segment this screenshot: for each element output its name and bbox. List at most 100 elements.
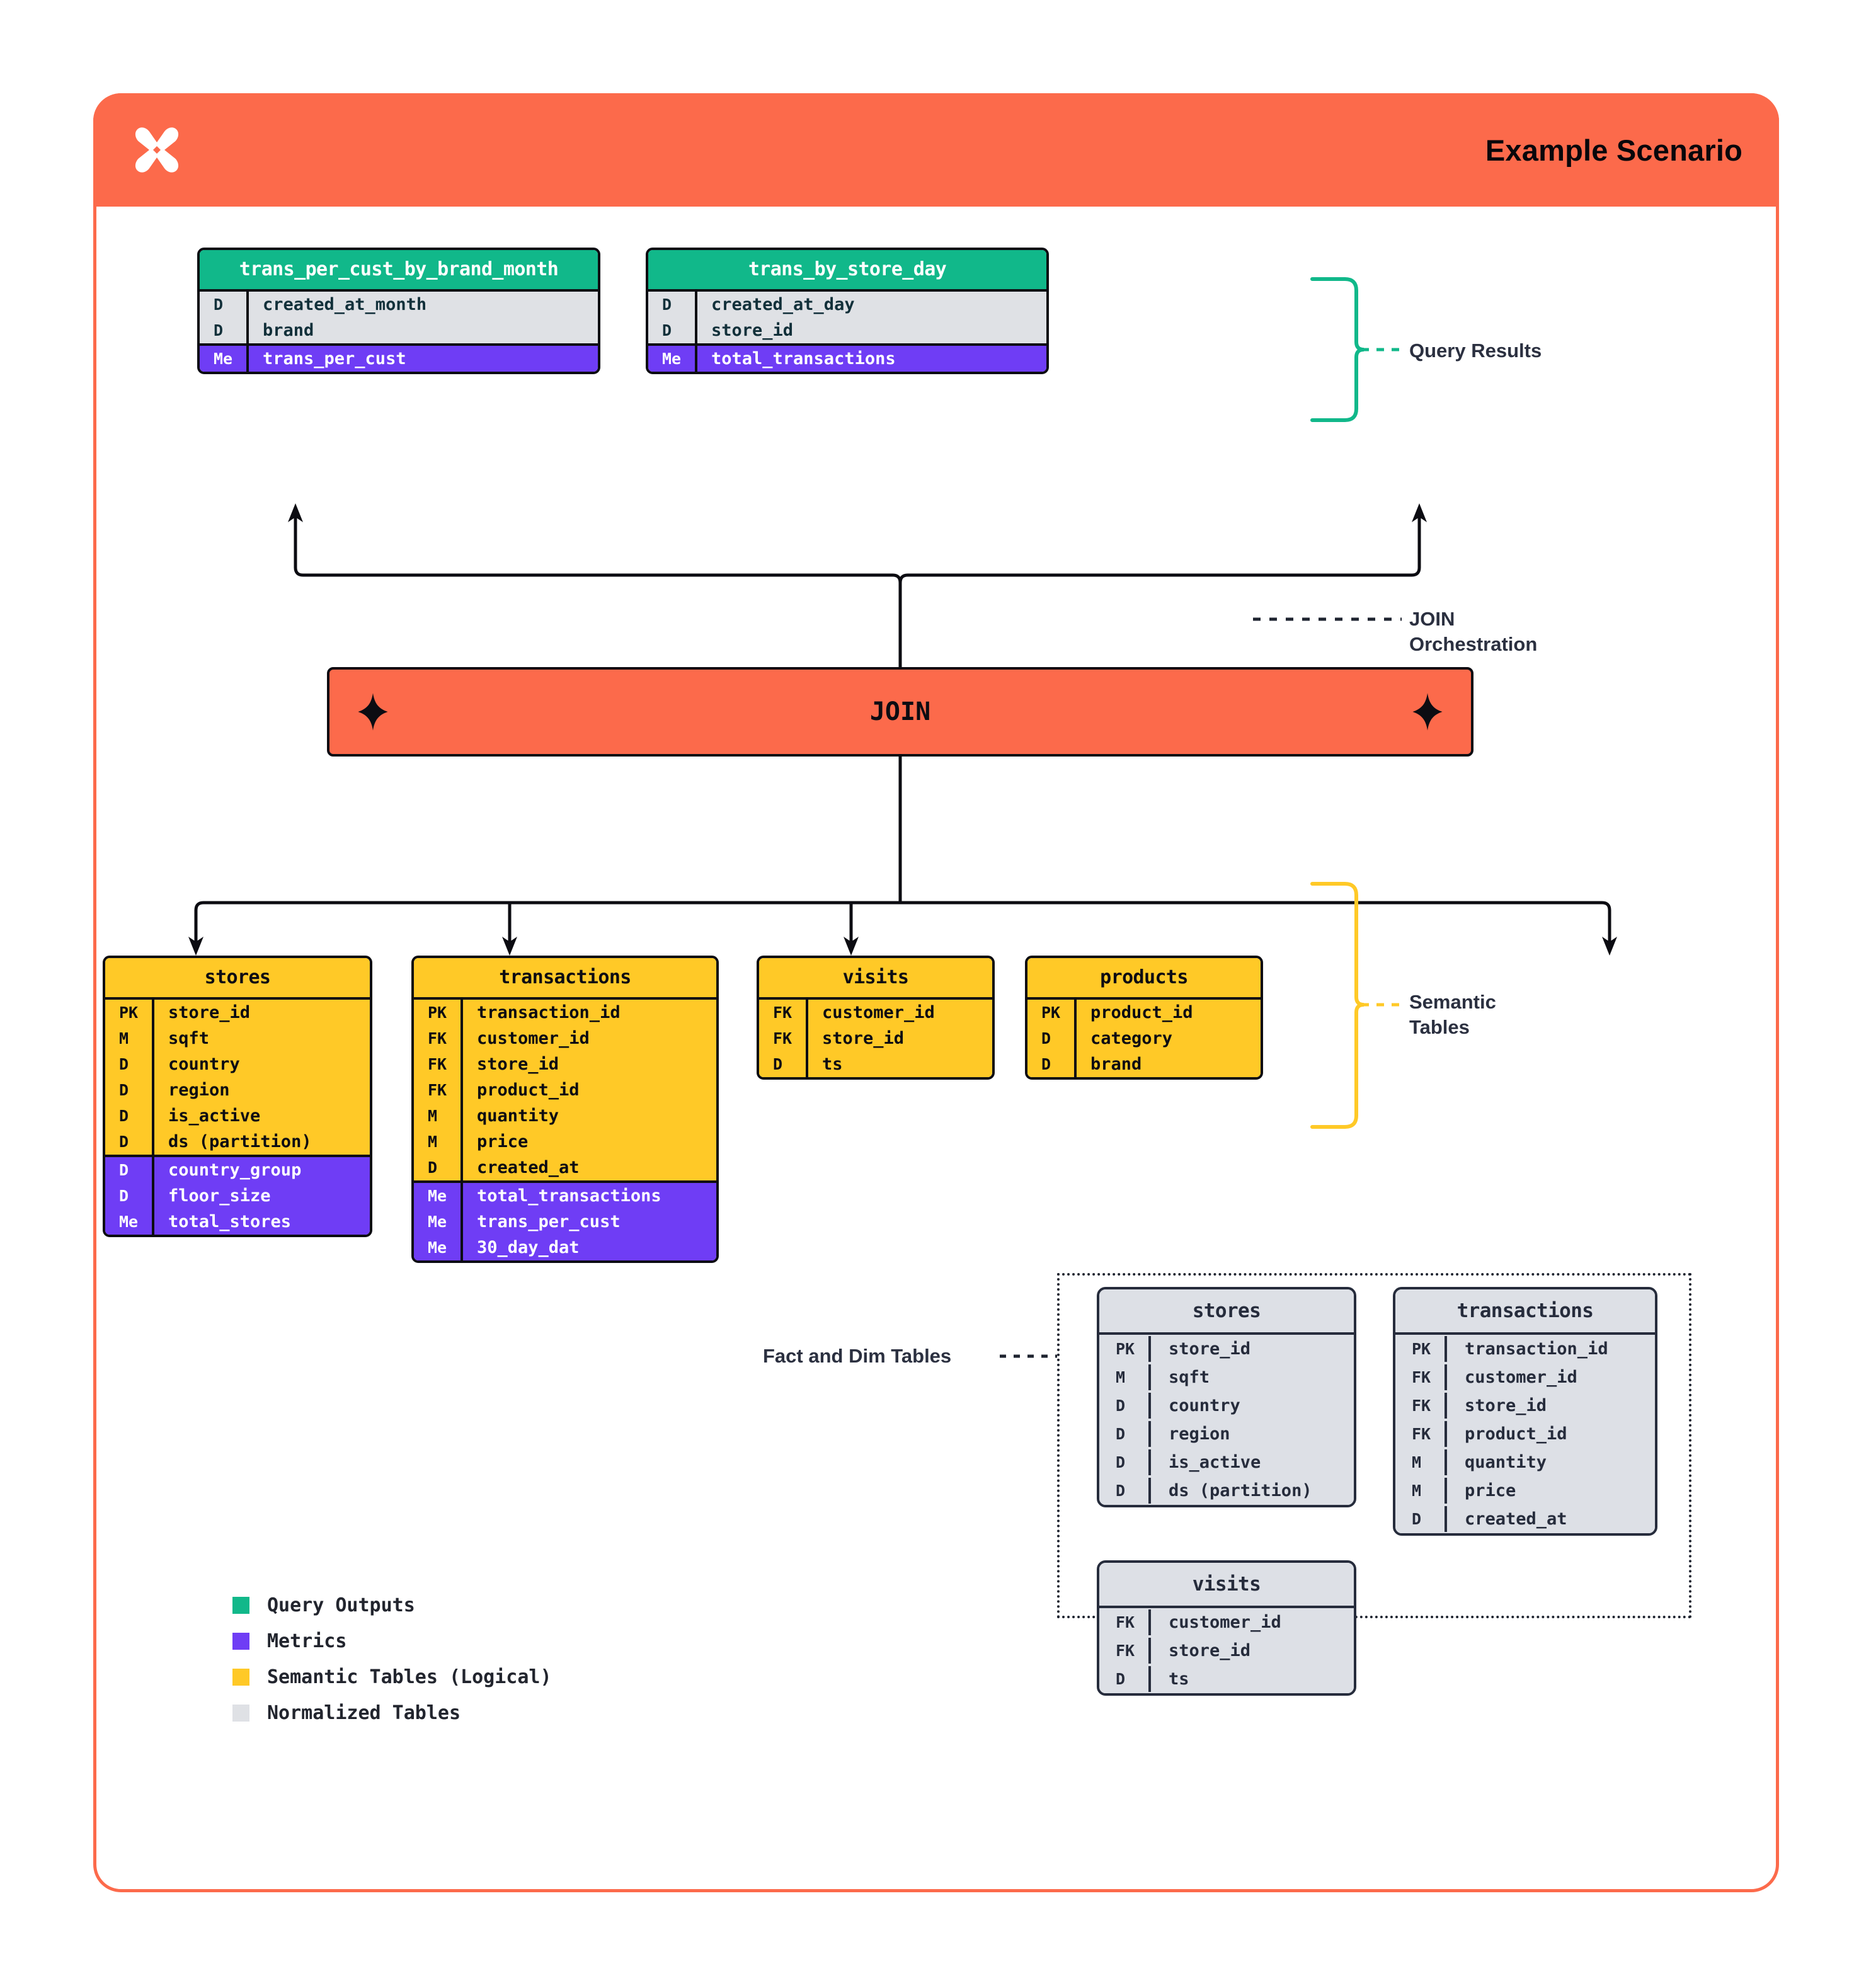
table-row[interactable]: D created_at_day — [648, 292, 1046, 317]
table-row[interactable]: D brand — [200, 317, 598, 343]
legend-label: Semantic Tables (Logical) — [267, 1666, 552, 1688]
column-name: total_transactions — [695, 346, 1046, 372]
column-tag: M — [1412, 1453, 1422, 1471]
column-name: price — [461, 1129, 716, 1155]
legend-swatch — [232, 1705, 249, 1722]
table-row[interactable]: FK customer_id — [1395, 1363, 1655, 1391]
column-tag: Me — [214, 350, 233, 368]
column-tag: D — [1116, 1453, 1126, 1471]
metrics-section: Me total_transactions — [648, 343, 1046, 372]
table-row[interactable]: D created_at_month — [200, 292, 598, 317]
column-tag: Me — [428, 1238, 447, 1257]
column-name: created_at — [461, 1155, 716, 1180]
table-row[interactable]: Me 30_day_dat — [414, 1235, 716, 1260]
table-row[interactable]: Me trans_per_cust — [200, 346, 598, 372]
column-tag: FK — [1412, 1368, 1431, 1386]
column-tag: D — [1116, 1670, 1126, 1688]
join-orchestration-bar[interactable]: JOIN — [327, 667, 1473, 757]
column-tag: PK — [119, 1003, 139, 1022]
table-row[interactable]: PK store_id — [105, 1000, 370, 1025]
column-tag: D — [1041, 1029, 1051, 1048]
column-tag: D — [1116, 1397, 1126, 1415]
legend-item: Semantic Tables (Logical) — [232, 1666, 552, 1688]
column-name: country — [1148, 1393, 1354, 1419]
column-name: 30_day_dat — [461, 1235, 716, 1260]
column-name: store_id — [461, 1051, 716, 1077]
annotation-label: Query Results — [1409, 340, 1542, 362]
frame-header: Example Scenario — [93, 93, 1779, 207]
table-row[interactable]: D store_id — [648, 317, 1046, 343]
column-name: trans_per_cust — [461, 1209, 716, 1235]
legend-swatch — [232, 1597, 249, 1614]
column-tag: D — [119, 1187, 129, 1205]
query-result-table-0[interactable]: trans_per_cust_by_brand_month D created_… — [197, 248, 600, 374]
column-tag: D — [119, 1055, 129, 1073]
annotation-label: Fact and Dim Tables — [763, 1345, 952, 1367]
table-title: products — [1027, 958, 1261, 997]
column-name: total_stores — [152, 1209, 370, 1235]
annotation-label-line2: Orchestration — [1409, 632, 1538, 655]
column-name: is_active — [1148, 1449, 1354, 1475]
column-name: store_id — [695, 317, 1046, 343]
column-name: store_id — [152, 1000, 370, 1025]
query-result-table-1[interactable]: trans_by_store_day D created_at_day D st… — [646, 248, 1049, 374]
table-row[interactable]: Me total_transactions — [648, 346, 1046, 372]
column-name: customer_id — [1445, 1364, 1655, 1390]
column-tag: PK — [1116, 1340, 1135, 1358]
dimensions-section: D created_at_month D brand — [200, 292, 598, 343]
dimensions-section: D created_at_day D store_id — [648, 292, 1046, 343]
column-tag: FK — [1116, 1642, 1135, 1660]
column-name: sqft — [1148, 1364, 1354, 1390]
column-name: country_group — [152, 1157, 370, 1183]
column-name: floor_size — [152, 1183, 370, 1209]
table-title: trans_by_store_day — [648, 250, 1046, 289]
